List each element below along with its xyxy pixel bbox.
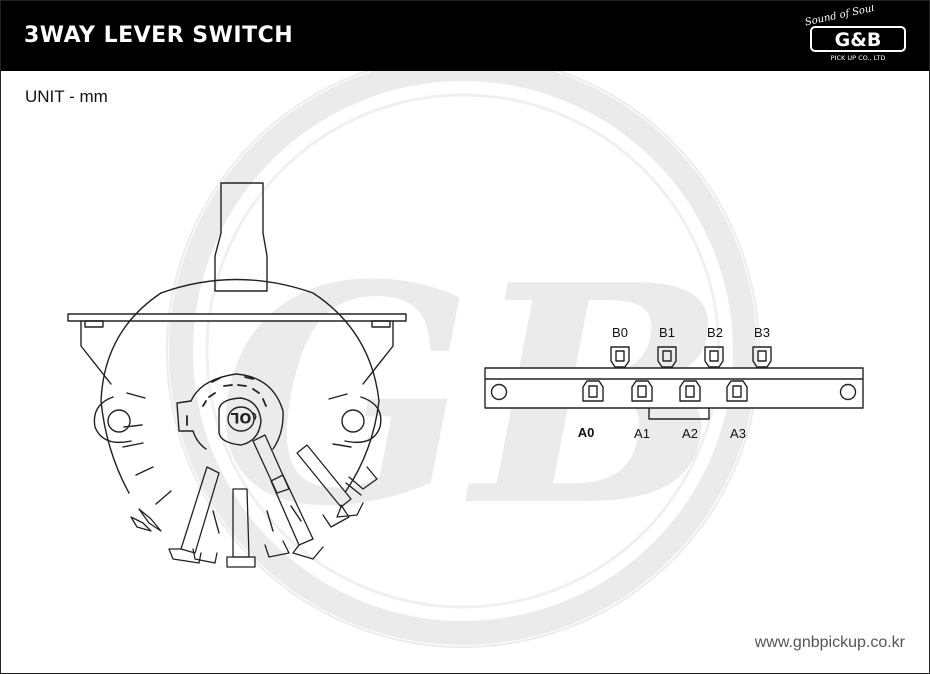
- contact-dashes: [122, 392, 362, 534]
- center-tab: [648, 408, 710, 420]
- top-pins: [610, 346, 772, 368]
- pin-b2: [704, 346, 724, 368]
- logo-subtext: PICK UP CO., LTD: [831, 54, 886, 62]
- lever: [214, 182, 268, 292]
- label-a3: A3: [730, 426, 746, 441]
- logo-tagline: Sound of Soul: [804, 5, 875, 28]
- mount-hole-left: [107, 409, 131, 433]
- pin-a3: [726, 380, 748, 402]
- pin-b0: [610, 346, 630, 368]
- label-b3: B3: [754, 325, 770, 340]
- bottom-pins: [582, 380, 748, 402]
- switch-body: [160, 278, 380, 492]
- label-b1: B1: [659, 325, 675, 340]
- header-bar: 3WAY LEVER SWITCH Sound of Soul G&B PICK…: [1, 1, 929, 71]
- rotor: OL: [176, 373, 284, 450]
- label-b2: B2: [707, 325, 723, 340]
- pin-a0: [582, 380, 604, 402]
- page-title: 3WAY LEVER SWITCH: [24, 23, 294, 48]
- brand-logo: Sound of Soul G&B PICK UP CO., LTD: [804, 5, 906, 62]
- unit-label: UNIT - mm: [25, 87, 108, 106]
- mount-hole-right: [341, 409, 365, 433]
- top-mount-hole-right: [839, 383, 857, 401]
- terminals: [130, 434, 378, 568]
- rotor-marking: OL: [231, 409, 252, 425]
- label-a2: A2: [682, 426, 698, 441]
- label-a0: A0: [578, 425, 595, 440]
- switch-side-view: OL: [67, 182, 407, 568]
- pin-a1: [631, 380, 653, 402]
- label-a1: A1: [634, 426, 650, 441]
- label-b0: B0: [612, 325, 628, 340]
- mounting-plate: [67, 313, 407, 322]
- pin-b3: [752, 346, 772, 368]
- pin-a2: [679, 380, 701, 402]
- logo-brand: G&B: [835, 29, 882, 51]
- pin-b1: [657, 346, 677, 368]
- top-mount-hole-left: [490, 383, 508, 401]
- top-view-body: [484, 367, 864, 409]
- switch-top-view: B0 B1 B2 B3 A0 A1 A2 A3: [484, 325, 864, 441]
- website-link[interactable]: www.gnbpickup.co.kr: [754, 634, 905, 651]
